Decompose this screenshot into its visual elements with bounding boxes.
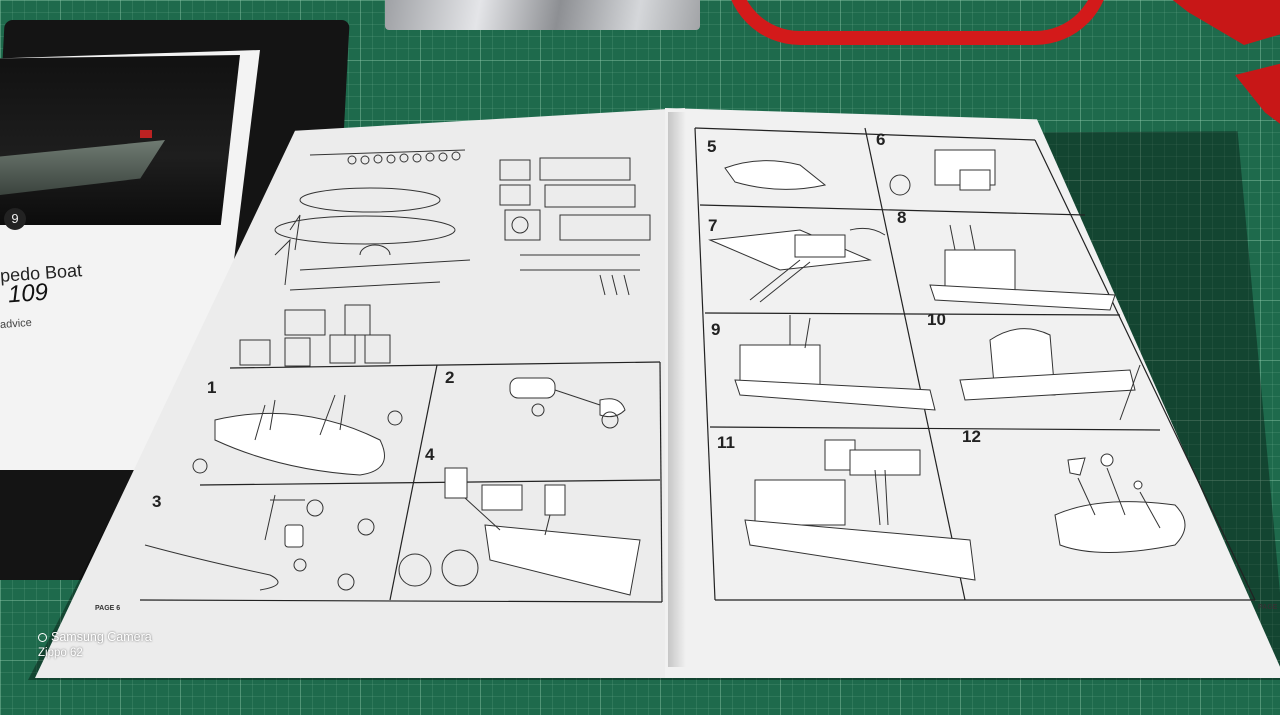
left-step-grid [139, 361, 663, 603]
kit-box-photo [0, 55, 240, 225]
step-number-3: 3 [152, 492, 161, 511]
step-5-drawing [724, 160, 827, 190]
step-number-5: 5 [707, 137, 716, 156]
camera-model: Zippo 62 [38, 647, 83, 659]
step-6-drawing [889, 149, 996, 196]
step-number-2: 2 [445, 368, 454, 387]
step-number-1: 1 [207, 378, 216, 397]
parts-overview [239, 149, 651, 367]
step-number-6: 6 [876, 130, 885, 149]
step-number-11: 11 [717, 433, 735, 452]
step-number-10: 10 [927, 310, 946, 329]
kit-badge: 9 [4, 208, 26, 230]
step-number-7: 7 [708, 216, 717, 235]
step-number-12: 12 [962, 427, 981, 446]
step-2-drawing [509, 377, 626, 429]
step-7-drawing [708, 227, 886, 303]
right-step-grid [694, 127, 1256, 601]
step-number-4: 4 [425, 445, 435, 464]
step-10-drawing [959, 328, 1141, 421]
booklet-gutter [668, 112, 686, 667]
step-4-drawing [398, 467, 641, 596]
step-8-drawing [929, 224, 1116, 311]
foil-packet [385, 0, 700, 30]
step-12-drawing [1054, 453, 1186, 553]
step-3-drawing [144, 494, 375, 591]
step-9-drawing [734, 315, 936, 411]
camera-brand: Samsung Camera [51, 630, 152, 644]
step-11-drawing [744, 439, 976, 581]
left-page-label: PAGE 6 [95, 605, 121, 612]
step-number-9: 9 [711, 320, 720, 339]
flag-icon [140, 130, 152, 138]
camera-icon [38, 632, 47, 642]
step-number-8: 8 [897, 208, 906, 227]
step-1-drawing [192, 394, 403, 476]
camera-watermark: Samsung Camera Zippo 62 [38, 630, 152, 659]
right-page-label: PAGE [1258, 604, 1278, 611]
